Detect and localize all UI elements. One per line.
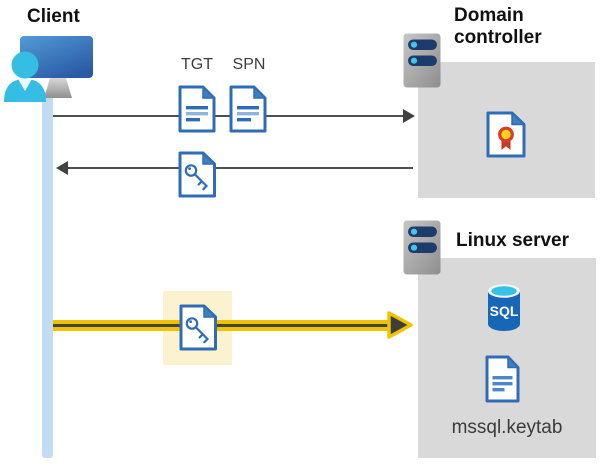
ticket-request-arrow-line — [53, 115, 404, 117]
spn-label: SPN — [232, 56, 266, 73]
domain-controller-server-icon — [403, 33, 441, 88]
client-title: Client — [27, 6, 80, 27]
service-ticket-key-document-icon — [178, 151, 217, 198]
ticket-response-arrowhead-icon — [56, 161, 68, 175]
sql-badge-text: SQL — [490, 303, 519, 319]
auth-arrow-core-line — [53, 324, 388, 327]
auth-arrow-shaft — [53, 320, 388, 331]
auth-arrowhead-icon — [387, 311, 413, 339]
sql-database-icon: SQL — [488, 284, 520, 331]
linux-server-title: Linux server — [456, 230, 569, 251]
monitor-stand — [44, 78, 72, 98]
certificate-icon — [486, 111, 526, 158]
keytab-filename-label: mssql.keytab — [451, 417, 563, 438]
domain-controller-title: Domain controller — [454, 5, 542, 48]
ticket-request-arrowhead-icon — [403, 109, 415, 123]
client-icon — [4, 36, 93, 102]
spn-document-icon — [229, 85, 267, 133]
client-session-line — [42, 92, 53, 458]
tgt-document-icon — [178, 85, 216, 133]
key-glyph — [185, 317, 210, 344]
key-glyph — [184, 164, 209, 191]
auth-key-document-icon — [179, 304, 218, 351]
ticket-response-arrow-line — [67, 167, 413, 169]
keytab-document-icon — [485, 355, 520, 403]
linux-server-icon — [403, 220, 441, 275]
tgt-label: TGT — [181, 56, 213, 73]
person-icon — [4, 51, 46, 102]
